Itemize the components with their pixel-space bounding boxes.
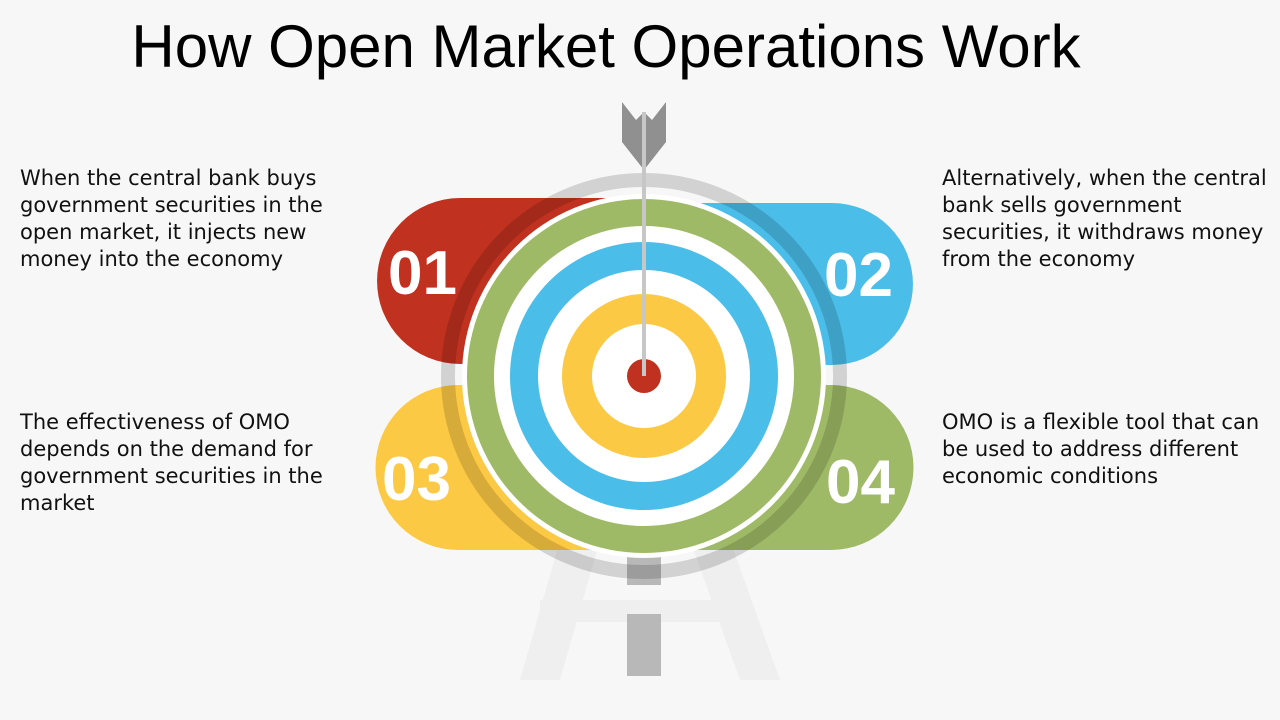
item-01-text: When the central bank buys government se… — [20, 166, 323, 271]
item-03-number: 03 — [382, 445, 451, 514]
item-01-number: 01 — [388, 239, 457, 308]
item-02-text: Alternatively, when the central bank sel… — [942, 166, 1267, 271]
target-stand — [520, 540, 780, 680]
item-04-number: 04 — [826, 448, 895, 517]
item-03-text: The effectiveness of OMO depends on the … — [20, 410, 323, 515]
item-02-number: 02 — [824, 241, 893, 310]
item-04-text: OMO is a flexible tool that can be used … — [942, 410, 1260, 488]
arrow-icon — [622, 102, 666, 376]
page-title: How Open Market Operations Work — [131, 13, 1081, 80]
